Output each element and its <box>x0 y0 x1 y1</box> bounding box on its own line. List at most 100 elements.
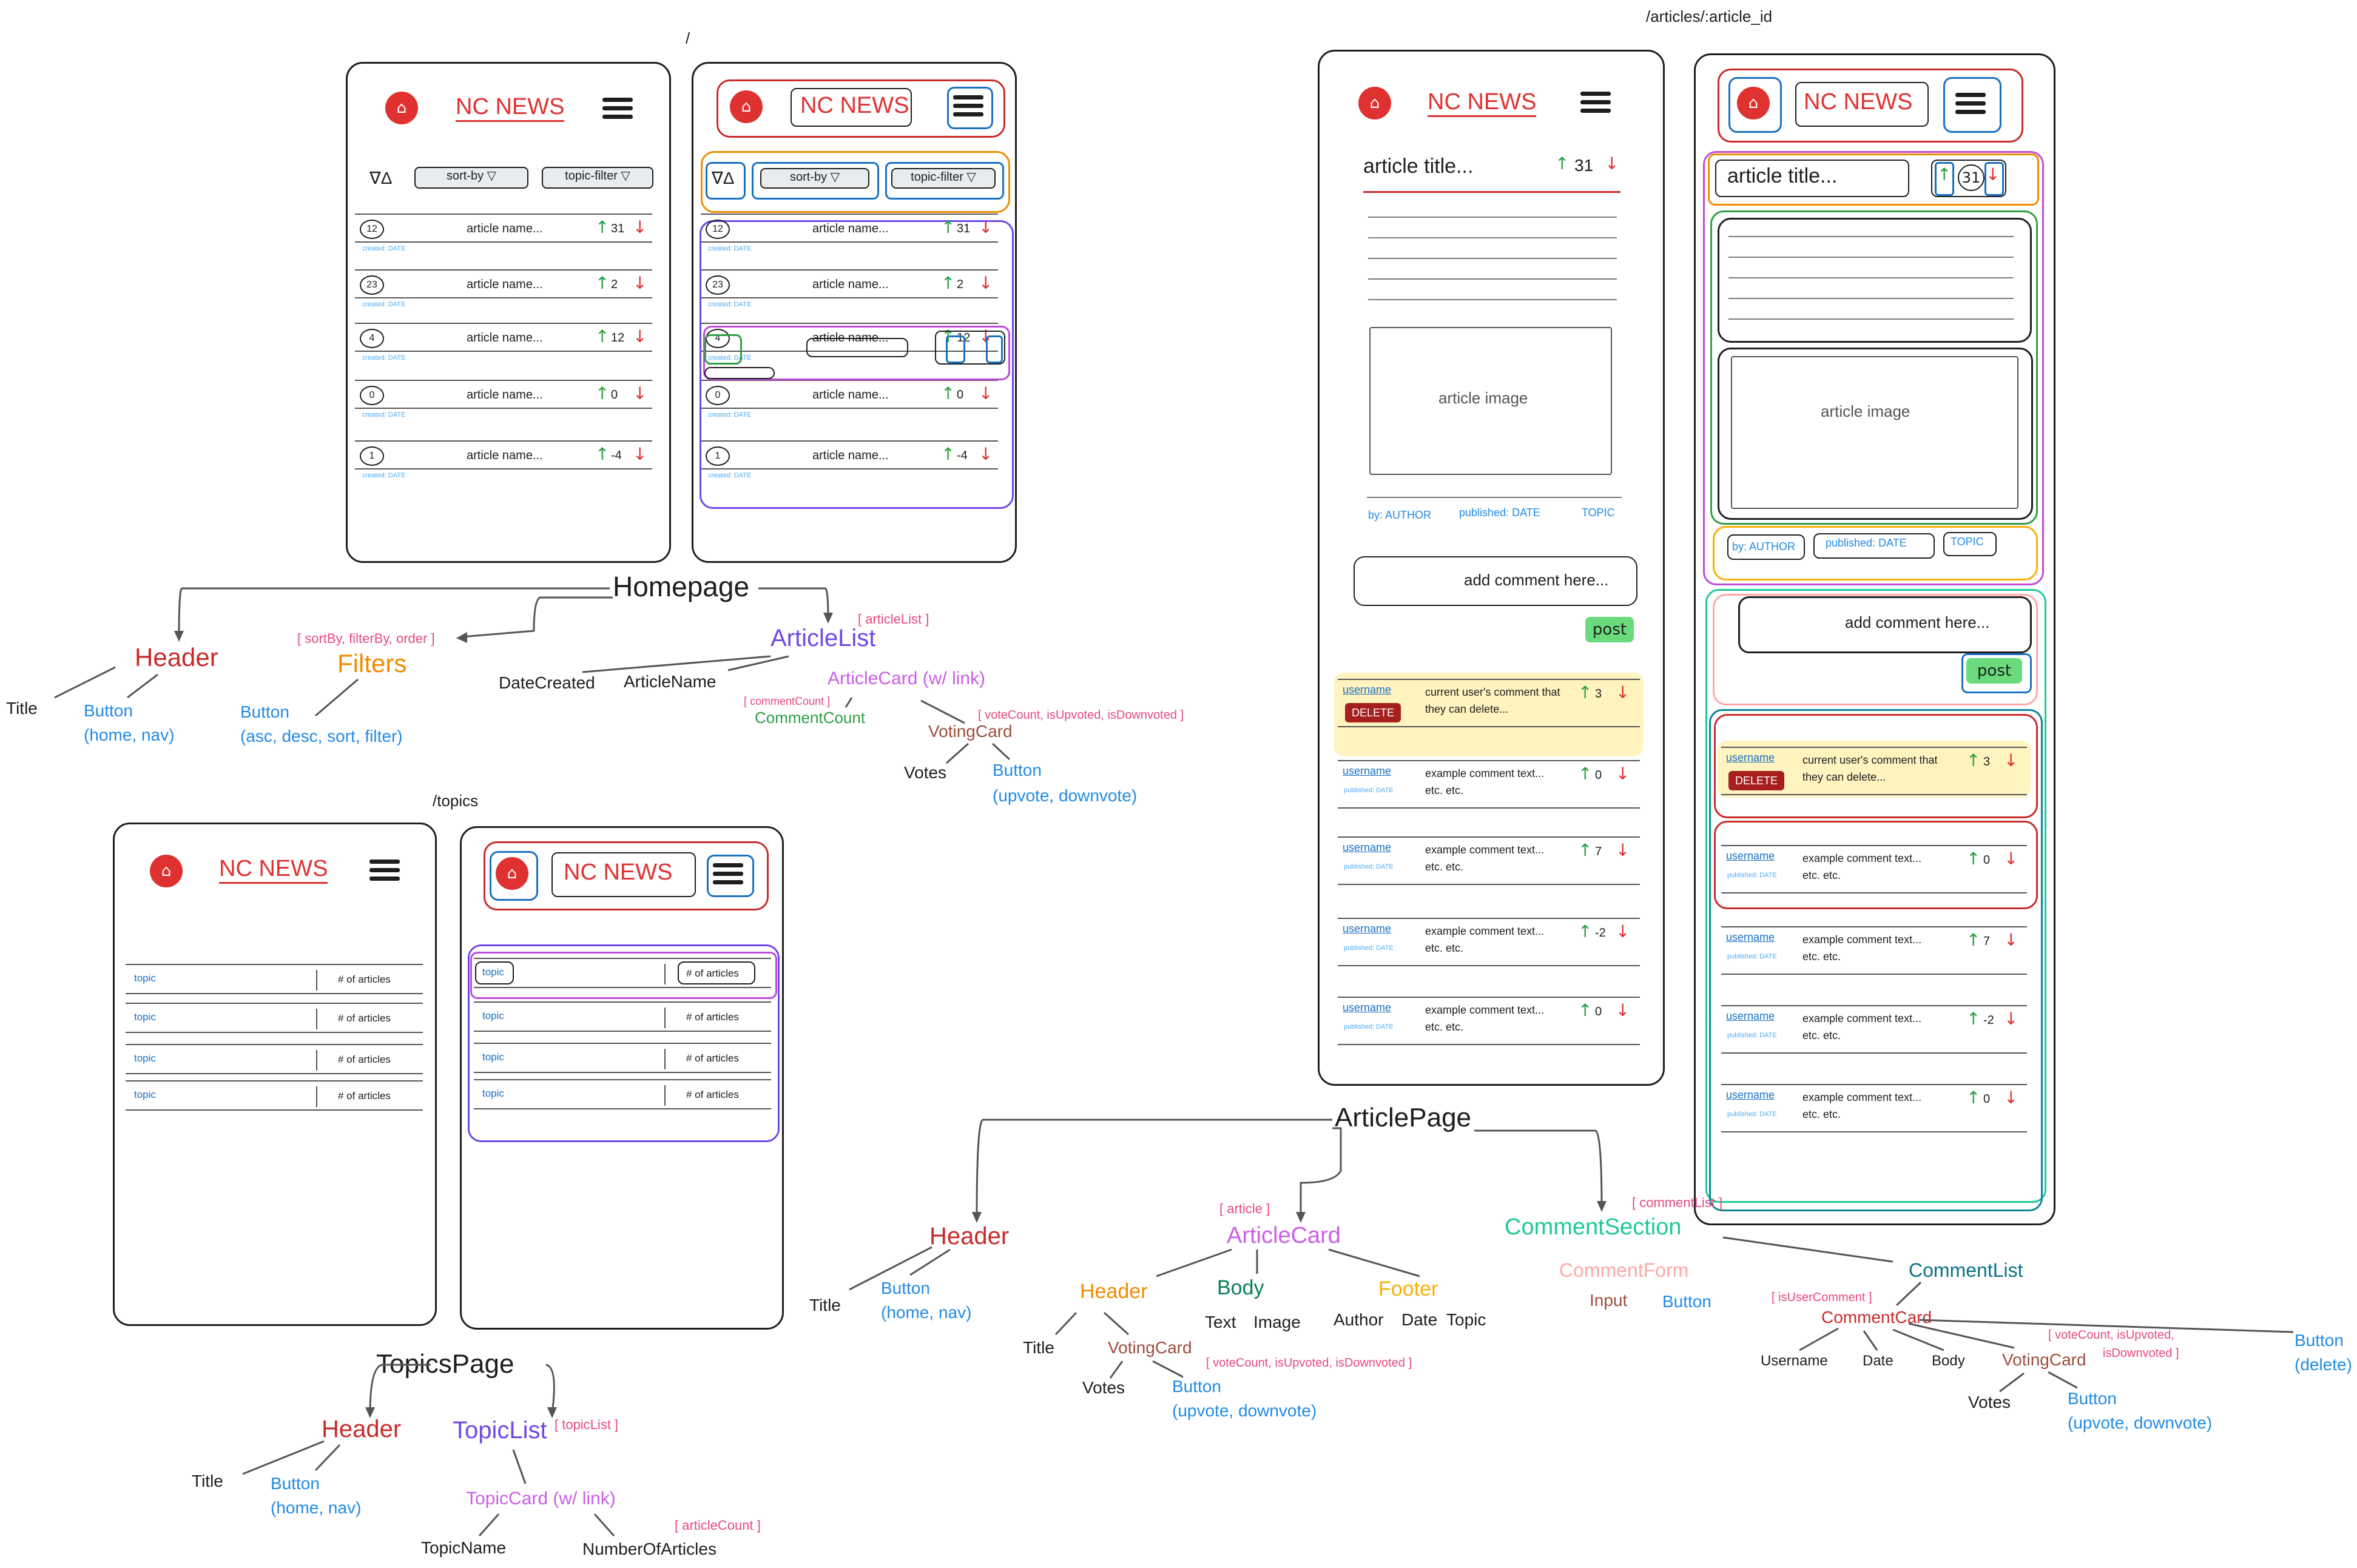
upvote-icon[interactable]: ↑ <box>1555 153 1570 173</box>
upvote-icon[interactable]: ↑ <box>1966 1009 1981 1029</box>
menu-icon[interactable] <box>953 95 983 117</box>
upvote-icon[interactable]: ↑ <box>1966 849 1981 869</box>
downvote-icon[interactable]: ↓ <box>1986 164 2000 184</box>
upvote-icon[interactable]: ↑ <box>595 217 610 237</box>
downvote-icon[interactable]: ↓ <box>979 273 993 293</box>
comment-username[interactable]: username <box>1343 841 1392 853</box>
upvote-icon[interactable]: ↑ <box>1578 1000 1593 1020</box>
downvote-icon[interactable]: ↓ <box>2004 750 2018 770</box>
topic-name[interactable]: topic <box>134 1089 156 1100</box>
downvote-icon[interactable]: ↓ <box>633 326 647 346</box>
created-date: created: DATE <box>708 301 752 308</box>
card-votes-node: Votes <box>1082 1378 1125 1397</box>
comment-username[interactable]: username <box>1343 923 1392 935</box>
downvote-icon[interactable]: ↓ <box>1605 153 1619 173</box>
upvote-icon[interactable]: ↑ <box>595 273 610 293</box>
topic-filter-select[interactable]: topic-filter ▽ <box>542 167 653 189</box>
downvote-icon[interactable]: ↓ <box>2004 1088 2018 1108</box>
topic-name[interactable]: topic <box>134 1052 156 1064</box>
article-name[interactable]: article name... <box>812 388 889 402</box>
topic-name[interactable]: topic <box>482 1051 504 1063</box>
downvote-icon[interactable]: ↓ <box>633 444 647 464</box>
downvote-icon[interactable]: ↓ <box>1616 840 1630 860</box>
article-card-node: ArticleCard (w/ link) <box>828 668 986 688</box>
upvote-icon[interactable]: ↑ <box>941 444 956 464</box>
app-logo: NC NEWS <box>1804 89 1913 115</box>
sort-by-select[interactable]: sort-by ▽ <box>760 168 869 189</box>
article-name[interactable]: article name... <box>812 449 889 462</box>
downvote-icon[interactable]: ↓ <box>633 273 647 293</box>
menu-icon[interactable] <box>713 863 743 885</box>
article-name[interactable]: article name... <box>467 222 543 235</box>
home-icon[interactable]: ⌂ <box>1358 87 1391 119</box>
post-button[interactable]: post <box>1966 658 2022 684</box>
downvote-icon[interactable]: ↓ <box>979 444 993 464</box>
article-name[interactable]: article name... <box>812 278 889 291</box>
home-icon[interactable]: ⌂ <box>730 90 763 123</box>
comment-username[interactable]: username <box>1726 752 1775 764</box>
downvote-icon[interactable]: ↓ <box>1616 682 1630 702</box>
topic-name[interactable]: topic <box>482 966 504 978</box>
post-button[interactable]: post <box>1585 617 1634 642</box>
comment-username[interactable]: username <box>1343 684 1392 696</box>
upvote-icon[interactable]: ↑ <box>595 326 610 346</box>
comment-username[interactable]: username <box>1343 765 1392 777</box>
upvote-icon[interactable]: ↑ <box>1937 164 1952 184</box>
menu-icon[interactable] <box>602 98 633 119</box>
downvote-icon[interactable]: ↓ <box>2004 849 2018 869</box>
article-name[interactable]: article name... <box>467 278 543 291</box>
topic-name[interactable]: topic <box>134 972 156 984</box>
comment-text: example comment text... <box>1802 1091 1922 1103</box>
home-icon[interactable]: ⌂ <box>150 855 183 887</box>
upvote-icon[interactable]: ↑ <box>1578 840 1593 860</box>
upvote-icon[interactable]: ↑ <box>595 383 610 403</box>
menu-icon[interactable] <box>1955 93 1986 115</box>
downvote-icon[interactable]: ↓ <box>633 383 647 403</box>
downvote-icon[interactable]: ↓ <box>979 383 993 403</box>
upvote-icon[interactable]: ↑ <box>941 383 956 403</box>
downvote-icon[interactable]: ↓ <box>633 217 647 237</box>
order-toggle[interactable]: ∇Δ <box>369 169 393 187</box>
downvote-icon[interactable]: ↓ <box>2004 1009 2018 1029</box>
sort-by-select[interactable]: sort-by ▽ <box>414 167 528 189</box>
topic-name[interactable]: topic <box>482 1088 504 1099</box>
home-icon[interactable]: ⌂ <box>496 857 528 890</box>
home-icon[interactable]: ⌂ <box>1737 87 1770 119</box>
delete-button[interactable]: DELETE <box>1728 771 1784 790</box>
article-name[interactable]: article name... <box>467 388 543 402</box>
upvote-icon[interactable]: ↑ <box>941 273 956 293</box>
comment-username[interactable]: username <box>1726 931 1775 943</box>
article-name[interactable]: article name... <box>812 222 889 235</box>
article-name[interactable]: article name... <box>467 449 543 462</box>
upvote-icon[interactable]: ↑ <box>1966 750 1981 770</box>
downvote-icon[interactable]: ↓ <box>1616 921 1630 941</box>
downvote-icon[interactable]: ↓ <box>979 217 993 237</box>
downvote-icon[interactable]: ↓ <box>1616 764 1630 784</box>
order-toggle[interactable]: ∇Δ <box>712 169 735 187</box>
upvote-icon[interactable]: ↑ <box>1966 930 1981 950</box>
comment-input[interactable] <box>1738 596 2032 653</box>
comment-input[interactable] <box>1354 556 1637 606</box>
delete-button[interactable]: DELETE <box>1345 703 1401 722</box>
downvote-icon[interactable]: ↓ <box>1616 1000 1630 1020</box>
menu-icon[interactable] <box>369 860 400 881</box>
home-icon[interactable]: ⌂ <box>385 92 418 124</box>
comment-username[interactable]: username <box>1726 1010 1775 1022</box>
upvote-icon[interactable]: ↑ <box>941 217 956 237</box>
upvote-icon[interactable]: ↑ <box>1578 764 1593 784</box>
upvote-icon[interactable]: ↑ <box>1578 921 1593 941</box>
upvote-icon[interactable]: ↑ <box>1578 682 1593 702</box>
topic-filter-select[interactable]: topic-filter ▽ <box>891 168 996 189</box>
comment-count-frame <box>704 334 742 365</box>
downvote-icon[interactable]: ↓ <box>2004 930 2018 950</box>
upvote-icon[interactable]: ↑ <box>1966 1088 1981 1108</box>
comment-username[interactable]: username <box>1726 1089 1775 1101</box>
title-node: Title <box>6 699 38 718</box>
menu-icon[interactable] <box>1580 92 1611 113</box>
article-name[interactable]: article name... <box>467 331 543 345</box>
upvote-icon[interactable]: ↑ <box>595 444 610 464</box>
topic-name[interactable]: topic <box>482 1010 504 1021</box>
topic-name[interactable]: topic <box>134 1011 156 1023</box>
comment-username[interactable]: username <box>1343 1001 1392 1014</box>
comment-username[interactable]: username <box>1726 850 1775 862</box>
